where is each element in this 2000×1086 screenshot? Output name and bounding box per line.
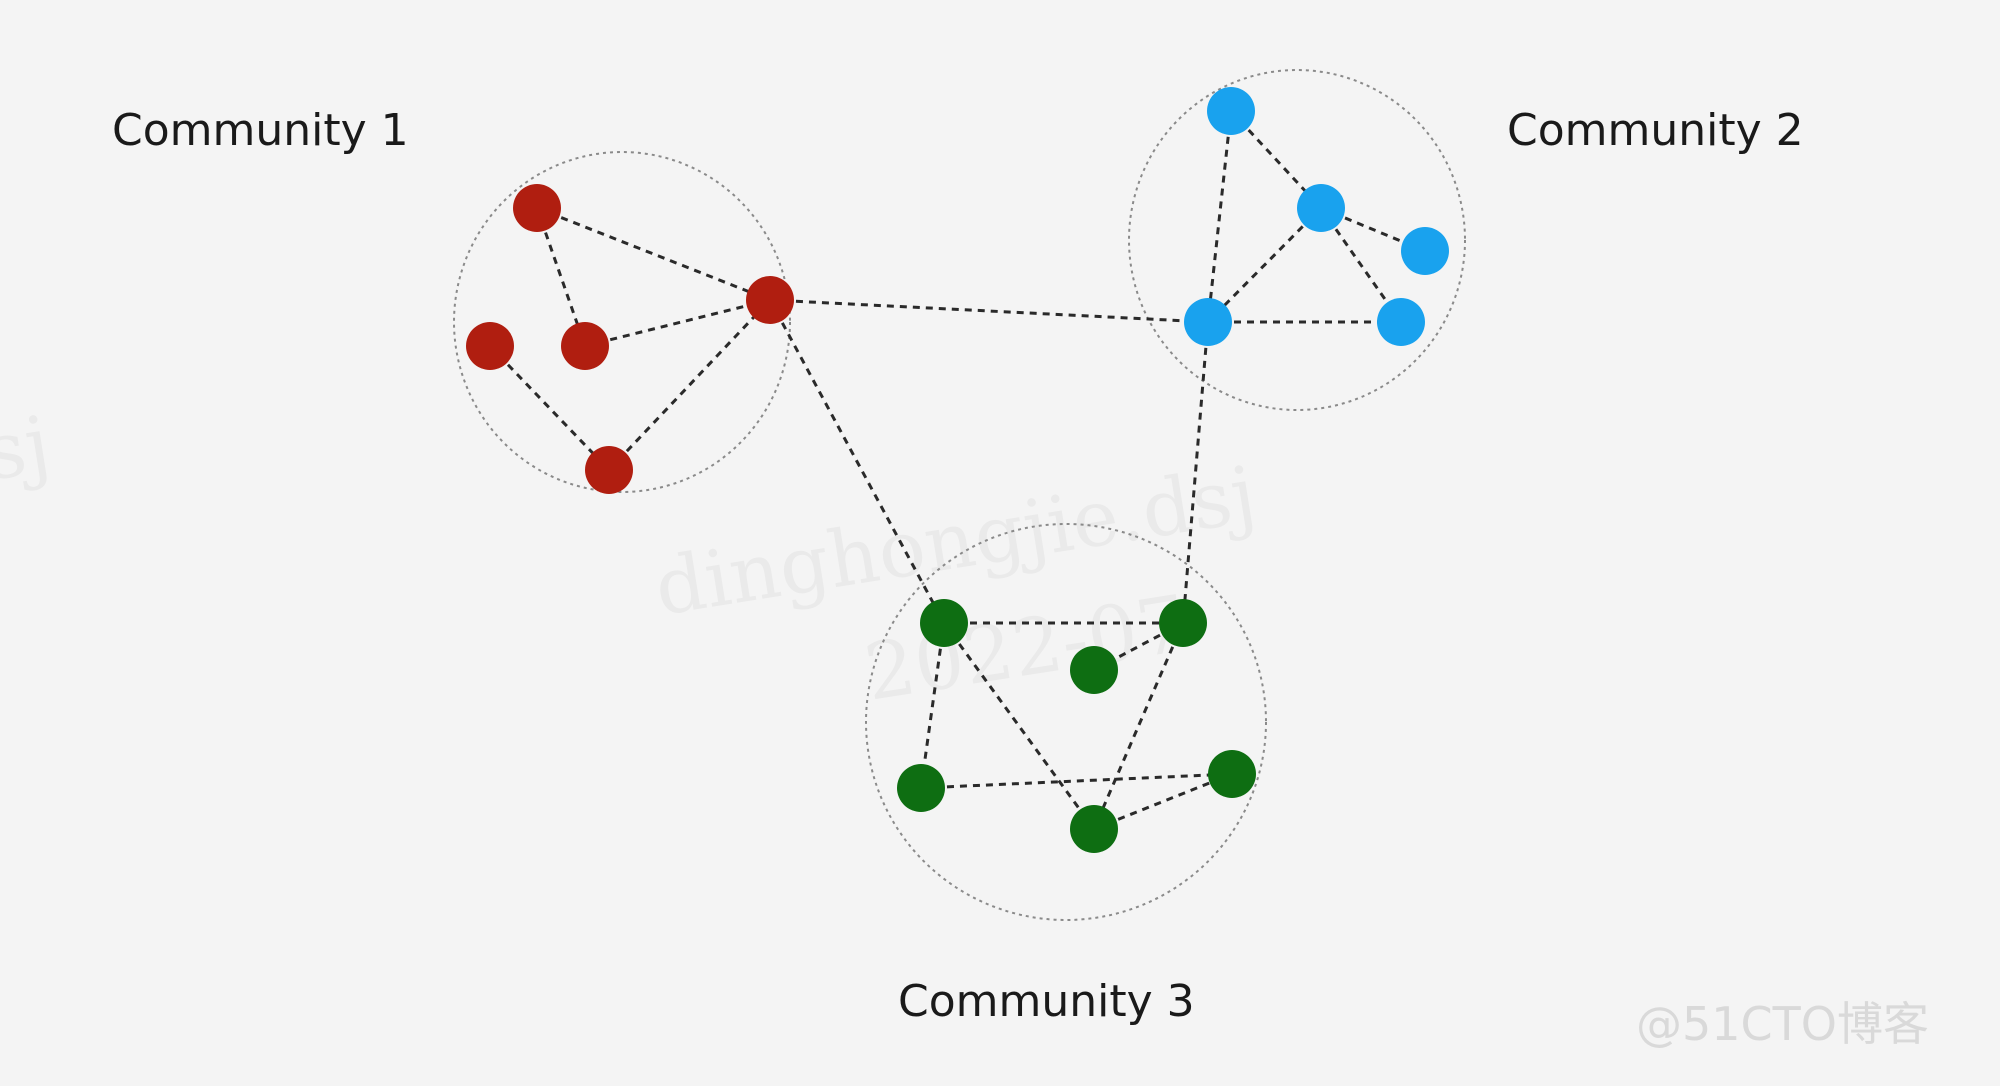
edge-g5-g6 — [1093, 772, 1233, 831]
node-b1 — [1207, 87, 1255, 135]
community-1-label: Community 1 — [112, 105, 409, 156]
community-3-label: Community 3 — [898, 976, 1195, 1027]
community-3-boundary — [865, 523, 1267, 921]
edge-g2-g5 — [1092, 622, 1185, 830]
node-a4 — [466, 322, 514, 370]
node-g5 — [1070, 805, 1118, 853]
edge-a4-a5 — [488, 344, 611, 472]
node-g6 — [1208, 750, 1256, 798]
node-b4 — [1184, 298, 1232, 346]
node-b3 — [1401, 227, 1449, 275]
edge-a3-a2 — [584, 298, 771, 348]
edge-g1-g4 — [919, 622, 946, 789]
community-boundaries — [453, 69, 1466, 921]
edge-b2-b5 — [1319, 207, 1403, 323]
node-a3 — [561, 322, 609, 370]
site-credit-watermark: @51CTO博客 — [1636, 997, 1929, 1051]
edge-g1-g5 — [942, 622, 1096, 830]
nodes — [466, 87, 1449, 853]
node-a5 — [585, 446, 633, 494]
node-g4 — [897, 764, 945, 812]
edge-b4-g2 — [1181, 321, 1210, 624]
node-g2 — [1159, 599, 1207, 647]
edge-a1-a2 — [536, 206, 771, 302]
node-a2 — [746, 276, 794, 324]
community-2-boundary — [1128, 69, 1466, 411]
edge-a5-a2 — [607, 298, 772, 472]
node-b5 — [1377, 298, 1425, 346]
watermark-edge-fragment: sj — [0, 400, 56, 499]
edge-a2-b4 — [769, 298, 1209, 324]
node-b2 — [1297, 184, 1345, 232]
community-1-boundary — [453, 151, 791, 493]
edge-a1-a3 — [535, 207, 587, 347]
edge-g4-g6 — [920, 772, 1233, 790]
community-labels: Community 1 Community 2 Community 3 — [112, 105, 1804, 1027]
edge-a2-g1 — [768, 299, 946, 624]
edge-b2-b4 — [1206, 206, 1323, 324]
node-g3 — [1070, 646, 1118, 694]
node-a1 — [513, 184, 561, 232]
community-2-label: Community 2 — [1507, 105, 1804, 156]
node-g1 — [920, 599, 968, 647]
edges — [488, 109, 1426, 831]
edge-b1-b4 — [1206, 110, 1233, 323]
